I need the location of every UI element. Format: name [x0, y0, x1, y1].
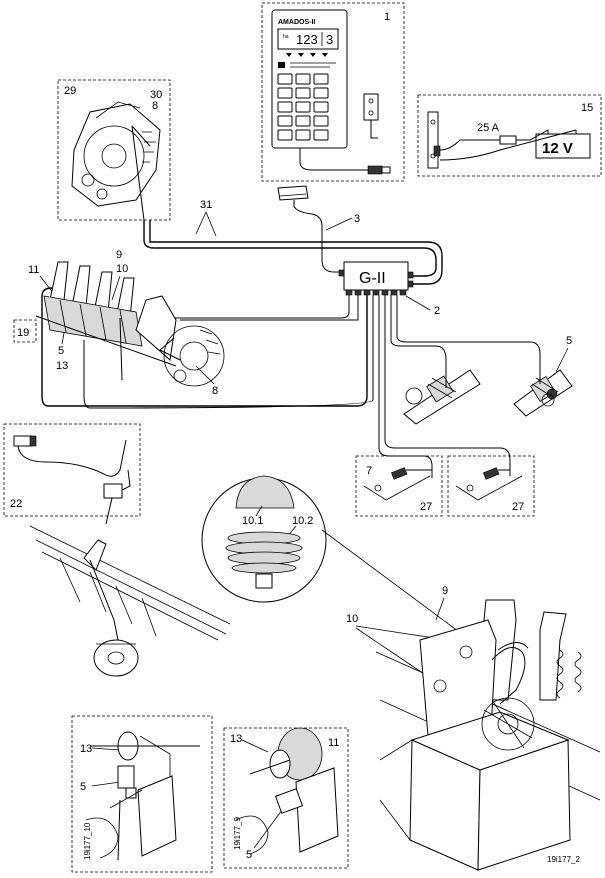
terminal-display-right: 3: [326, 32, 333, 47]
terminal-indicator-row: [286, 53, 328, 57]
label-10-top: 10: [116, 263, 128, 275]
junction-box: G-II 2: [338, 261, 440, 317]
main-cable-31: 31: [143, 199, 443, 285]
label-13-left: 13: [56, 360, 68, 372]
label-1: 1: [384, 11, 390, 23]
label-22: 22: [10, 498, 22, 510]
figure-code-middle: 19i177_9: [233, 817, 242, 850]
label-5-right: 5: [566, 335, 572, 347]
metering-units: 11 9 10 19 5 13 8: [13, 249, 225, 397]
label-15: 15: [581, 102, 593, 114]
terminal-keypad: [277, 73, 329, 141]
label-8-lower: 8: [212, 385, 218, 397]
battery-detail: 15 25 A 12 V: [417, 94, 602, 177]
gearbox-sensor-detail: 29 30 8: [57, 79, 171, 221]
label-29: 29: [64, 85, 76, 97]
figure-code-left: 19i177_10: [83, 822, 92, 860]
wheel-sensor-detail: 22: [3, 423, 141, 525]
label-13-detail-middle: 13: [230, 733, 242, 745]
terminal-display-small: ha: [283, 34, 289, 40]
label-11-detail: 11: [328, 737, 339, 749]
tramline-sensor-right: 27: [447, 455, 535, 517]
label-31: 31: [200, 199, 212, 211]
label-7: 7: [366, 465, 372, 477]
junction-cables: [41, 287, 541, 478]
bellows: [225, 531, 303, 589]
label-10-main: 10: [346, 613, 358, 625]
label-11-top: 11: [28, 264, 39, 276]
label-5-detail-left: 5: [80, 781, 86, 793]
label-13-detail-left: 13: [80, 743, 92, 755]
tramline-sensor-left: 7 27: [355, 455, 443, 517]
fuse-label: 25 A: [477, 122, 500, 134]
label-5-detail-middle: 5: [246, 849, 252, 861]
label-27-left: 27: [420, 501, 432, 513]
label-3: 3: [354, 213, 360, 225]
junction-box-label: G-II: [359, 270, 386, 287]
shaft-sensor-detail-middle: 11 13 5 19i177_9: [223, 727, 349, 869]
label-30: 30: [150, 89, 162, 101]
cable-3: 3: [277, 185, 360, 273]
label-5-left: 5: [58, 345, 64, 357]
label-27-right: 27: [512, 501, 524, 513]
hopper-sensors: 5: [403, 335, 573, 425]
battery-voltage: 12 V: [542, 140, 573, 157]
figure-code-main: 19i177_2: [547, 855, 580, 864]
label-10-2: 10.2: [292, 515, 313, 527]
label-8-top: 8: [152, 100, 158, 112]
lever-mechanism: 9 10: [346, 585, 601, 871]
magnified-detail: 10.1 10.2: [201, 475, 471, 641]
terminal-display-main: 123: [296, 32, 318, 47]
terminal-brand: AMADOS-II: [278, 19, 315, 26]
label-9-main: 9: [442, 585, 448, 597]
label-10-1: 10.1: [242, 515, 263, 527]
drive-wheel-frame: [29, 525, 231, 677]
label-2: 2: [434, 305, 440, 317]
terminal-detail: 1 AMADOS-II 123 3 ha: [261, 2, 405, 182]
shaft-sensor-detail-left: 13 5 19i177_10: [71, 715, 213, 873]
label-19: 19: [17, 327, 29, 339]
label-9-top: 9: [116, 249, 122, 261]
